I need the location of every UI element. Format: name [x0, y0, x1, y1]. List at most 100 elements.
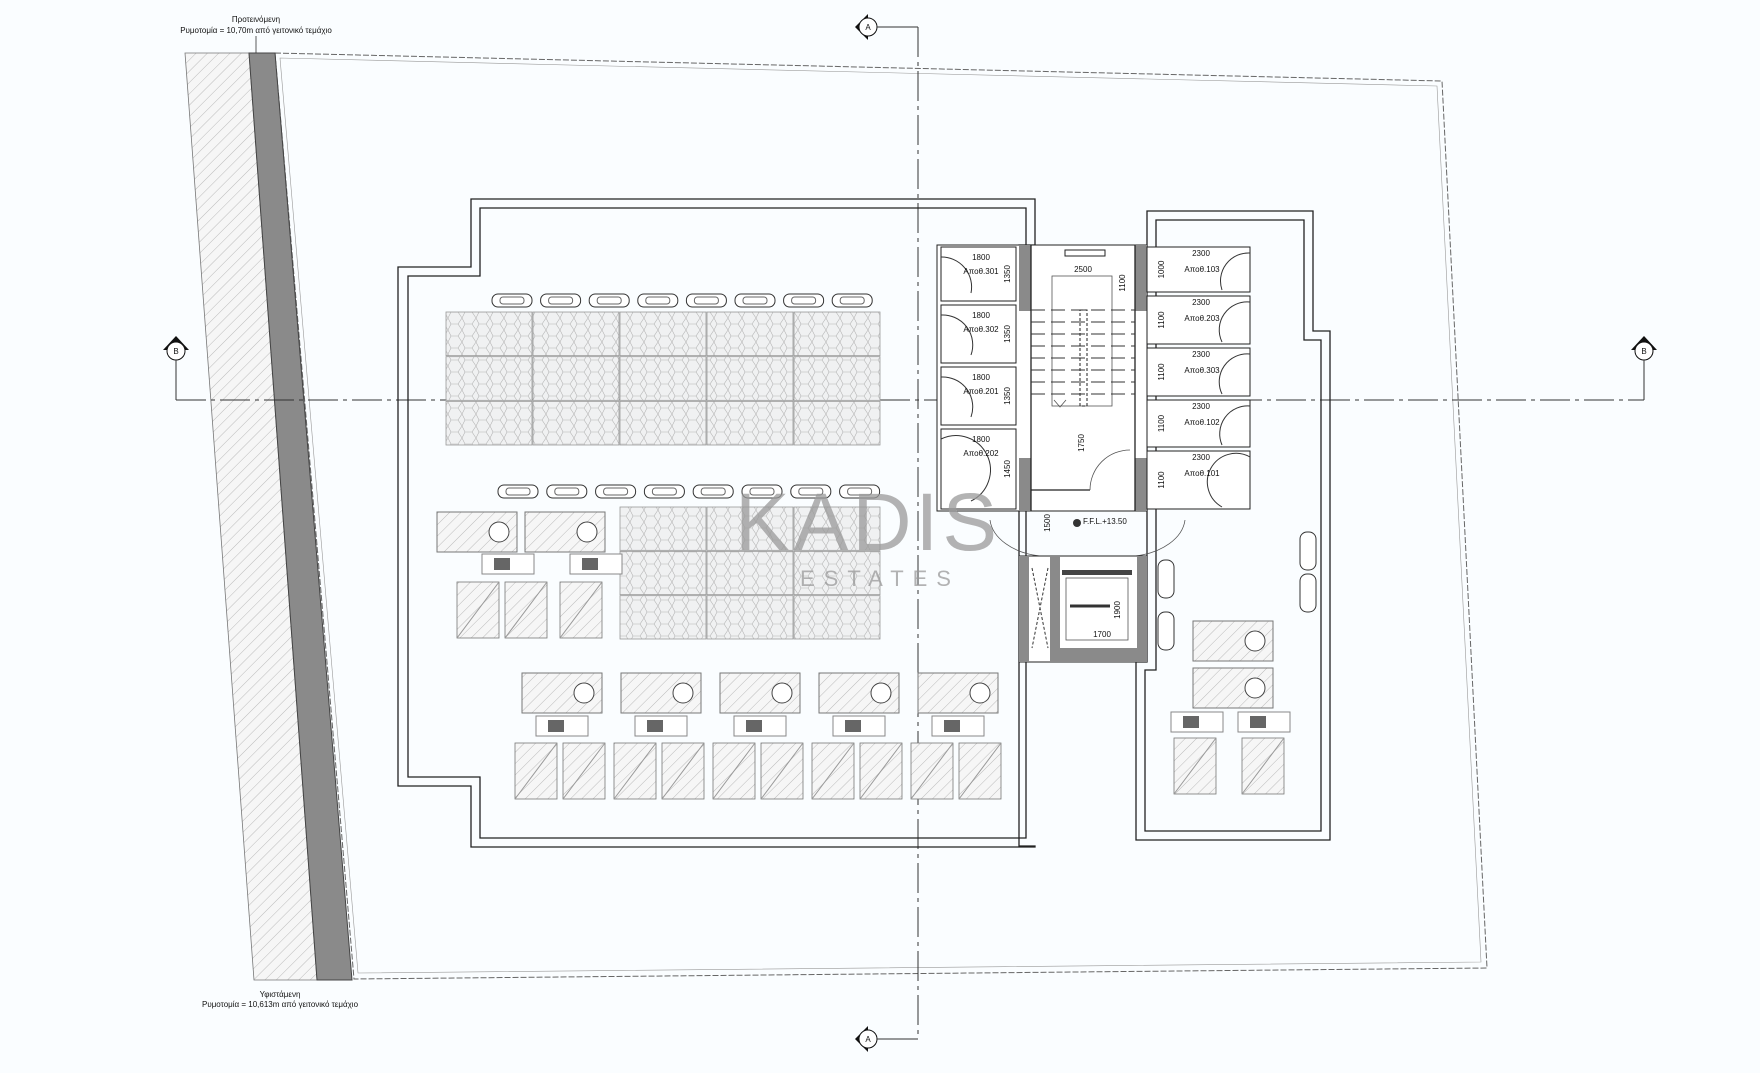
ac-unit-vertical	[1299, 531, 1317, 571]
door-swing	[1220, 252, 1251, 291]
ac-unit-inner	[505, 487, 531, 496]
room-width: 2300	[1192, 402, 1210, 411]
solar-panel	[619, 400, 707, 446]
ac-unit-inner	[603, 487, 629, 496]
pump-unit	[944, 720, 960, 732]
svg-text:Ρυμοτομία = 10,613m από γειτον: Ρυμοτομία = 10,613m από γειτονικό τεμάχι…	[202, 1000, 359, 1009]
solar-panel	[793, 595, 881, 640]
ac-unit-inner	[742, 296, 768, 305]
section-marker-b-left: B	[163, 336, 189, 400]
ac-unit-inner	[839, 296, 865, 305]
pump-unit	[494, 558, 510, 570]
tank-lid	[1244, 630, 1266, 652]
solar-array	[445, 311, 881, 446]
pump-unit	[1250, 716, 1266, 728]
door-swing	[940, 256, 973, 294]
svg-text:1700: 1700	[1093, 630, 1111, 639]
ac-unit-inner	[700, 487, 726, 496]
solar-panel	[619, 595, 707, 640]
room-width: 1800	[972, 311, 990, 320]
ac-unit-inner	[651, 487, 677, 496]
ac-unit-vertical	[1157, 559, 1175, 599]
room-depth: 1350	[1003, 325, 1012, 343]
svg-text:2500: 2500	[1074, 265, 1092, 274]
room-name: Αποθ.101	[1184, 469, 1220, 478]
room-depth: 1100	[1157, 311, 1166, 329]
door-swing	[1219, 405, 1251, 446]
svg-text:Προτεινόμενη: Προτεινόμενη	[232, 15, 280, 24]
ac-unit	[540, 293, 582, 308]
solar-panel	[619, 550, 707, 596]
ac-unit-inner	[693, 296, 719, 305]
solar-panel	[532, 311, 620, 357]
room-depth: 1100	[1157, 414, 1166, 432]
solar-panel	[706, 356, 794, 401]
section-marker-b-right: B	[1631, 336, 1657, 400]
rooftop-equipment	[436, 293, 1317, 800]
room-depth: 1350	[1003, 265, 1012, 283]
ac-unit	[685, 293, 727, 308]
room-name: Αποθ.303	[1184, 366, 1220, 375]
ac-unit-inner	[554, 487, 580, 496]
diag	[514, 742, 558, 800]
ac-unit-inner	[847, 487, 873, 496]
svg-text:Ρυμοτομία = 10,70m από γειτονι: Ρυμοτομία = 10,70m από γειτονικό τεμάχιο	[180, 26, 332, 35]
svg-text:A: A	[865, 23, 871, 32]
tank-lid	[1244, 677, 1266, 699]
tank-lid	[573, 682, 595, 704]
room-depth: 1450	[1003, 460, 1012, 478]
existing-setback-note: Υφιστάμενη Ρυμοτομία = 10,613m από γειτο…	[202, 990, 359, 1009]
room-depth: 1100	[1157, 471, 1166, 489]
room-outline	[940, 304, 1017, 364]
room-width: 1800	[972, 253, 990, 262]
svg-text:1750: 1750	[1077, 434, 1086, 452]
room-name: Αποθ.103	[1184, 265, 1220, 274]
ac-unit	[637, 293, 679, 308]
room-depth: 1000	[1157, 260, 1166, 278]
ac-unit-inner	[749, 487, 775, 496]
ac-unit-vertical	[1299, 573, 1317, 613]
solar-panel	[793, 550, 881, 596]
pump-unit	[647, 720, 663, 732]
diag	[1173, 737, 1217, 795]
solar-panel	[445, 356, 533, 401]
ac-unit-vertical	[1157, 611, 1175, 651]
room-outline	[940, 366, 1017, 426]
tank-lid	[771, 682, 793, 704]
left-roof-outline	[397, 198, 1036, 848]
pump-unit	[1183, 716, 1199, 728]
diag	[811, 742, 855, 800]
proposed-setback-note: Προτεινόμενη Ρυμοτομία = 10,70m από γειτ…	[180, 15, 332, 53]
room-outline	[1146, 246, 1251, 293]
diag	[559, 581, 603, 639]
diag	[613, 742, 657, 800]
room-depth: 1100	[1157, 363, 1166, 381]
diag	[712, 742, 756, 800]
tank-lid	[969, 682, 991, 704]
svg-text:1900: 1900	[1113, 601, 1122, 619]
svg-text:Υφιστάμενη: Υφιστάμενη	[260, 990, 301, 999]
room-name: Αποθ.302	[963, 325, 999, 334]
ac-unit	[588, 293, 630, 308]
ac-unit	[734, 293, 776, 308]
diag	[504, 581, 548, 639]
solar-panel	[793, 311, 881, 357]
door-swing	[940, 435, 991, 502]
watermark-logo: KADIS ESTATES	[735, 477, 997, 591]
diag	[760, 742, 804, 800]
room-outline	[1146, 399, 1251, 448]
level-label: F.F.L.+13.50	[1083, 517, 1127, 526]
solar-panel-arrays	[445, 311, 881, 640]
diag	[1241, 737, 1285, 795]
tank-lid	[488, 521, 510, 543]
pump-unit	[746, 720, 762, 732]
